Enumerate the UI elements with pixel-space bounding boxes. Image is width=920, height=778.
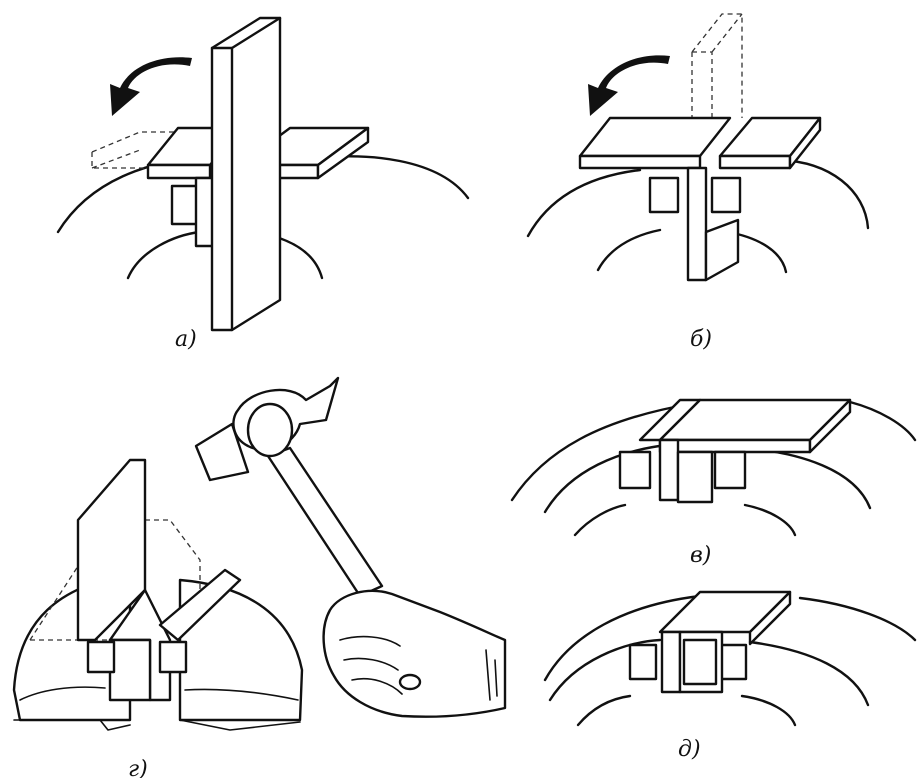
bend-arrow-icon [588,55,670,116]
panel-g-plate [76,458,242,702]
panel-b-jaw-plates [578,116,822,282]
panel-d: д) [543,590,917,762]
panel-g: г) [12,376,507,778]
bend-arrow-icon [110,57,192,116]
panel-b-original-plate-outline [691,13,743,160]
panel-a-bent-plate-outline [91,131,210,169]
panel-b: б) [526,13,870,352]
panel-v: в) [510,398,917,568]
panel-a-plate [210,16,282,332]
panel-v-jaw-plates [618,398,852,504]
panel-d-label: д) [678,737,701,762]
panel-a-label: а) [175,327,197,352]
panel-d-vise [543,594,917,727]
panel-b-label: б) [690,327,712,352]
panel-b-vise [526,158,870,274]
panel-g-label: г) [128,757,148,778]
hammer-icon [194,376,384,598]
hand-icon [322,589,507,718]
panel-d-jaw-plates [628,590,792,694]
panel-v-label: в) [690,543,711,568]
panel-a: а) [56,16,470,352]
